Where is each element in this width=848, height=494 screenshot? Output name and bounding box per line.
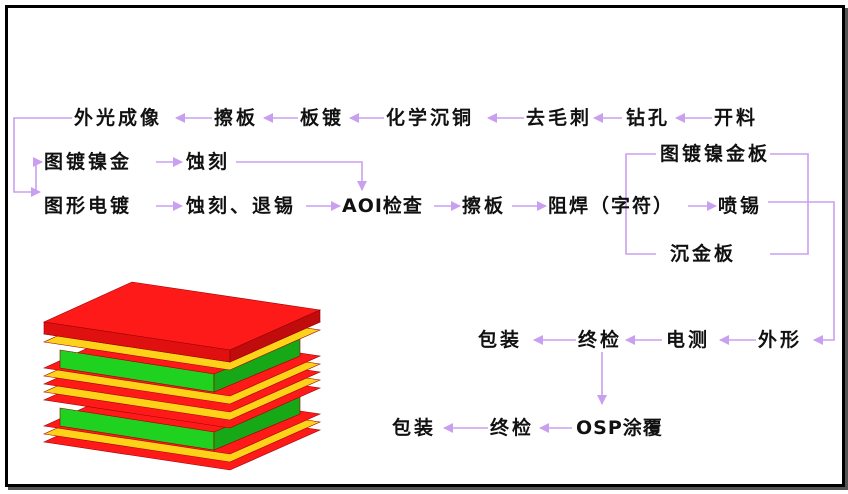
step-imaging: 外光成像 <box>74 107 163 129</box>
step-final-inspection-1: 终检 <box>578 329 623 351</box>
finish-ni-au-board: 图镀镍金板 <box>660 143 771 165</box>
step-osp-coating: OSP涂覆 <box>576 417 663 439</box>
pcb-stack-illustration <box>42 281 322 471</box>
finish-hasl: 喷锡 <box>718 195 763 217</box>
step-etch: 蚀刻 <box>186 151 231 173</box>
step-scrub-2: 擦板 <box>462 195 507 217</box>
step-aoi-inspection: AOI检查 <box>342 195 423 217</box>
arrow-etch-aoi <box>236 161 367 191</box>
step-panel-plating: 板镀 <box>300 107 345 129</box>
step-cutting: 开料 <box>714 107 759 129</box>
step-profiling: 外形 <box>758 329 803 351</box>
finish-bracket <box>625 153 656 255</box>
step-final-inspection-2: 终检 <box>490 417 535 439</box>
step-electrical-test: 电测 <box>666 329 711 351</box>
arrow-branch-nicau <box>35 161 40 192</box>
step-packing-2: 包装 <box>392 417 437 439</box>
arrow-hasl-profile <box>768 201 835 345</box>
step-deburr: 去毛刺 <box>526 107 593 129</box>
step-solder-mask: 阻焊（字符） <box>548 195 675 217</box>
bracket-right <box>770 153 809 255</box>
step-etch-strip-tin: 蚀刻、退锡 <box>186 195 297 217</box>
step-packing-1: 包装 <box>478 329 523 351</box>
step-scrub-1: 擦板 <box>214 107 259 129</box>
arrow-imaging-branch <box>13 117 72 197</box>
step-drilling: 钻孔 <box>626 107 671 129</box>
layer-red-top-right <box>229 309 321 363</box>
step-pattern-ni-au: 图镀镍金 <box>44 151 133 173</box>
step-pattern-plating: 图形电镀 <box>44 195 133 217</box>
step-electroless-copper: 化学沉铜 <box>386 107 475 129</box>
finish-immersion-gold: 沉金板 <box>670 243 737 265</box>
